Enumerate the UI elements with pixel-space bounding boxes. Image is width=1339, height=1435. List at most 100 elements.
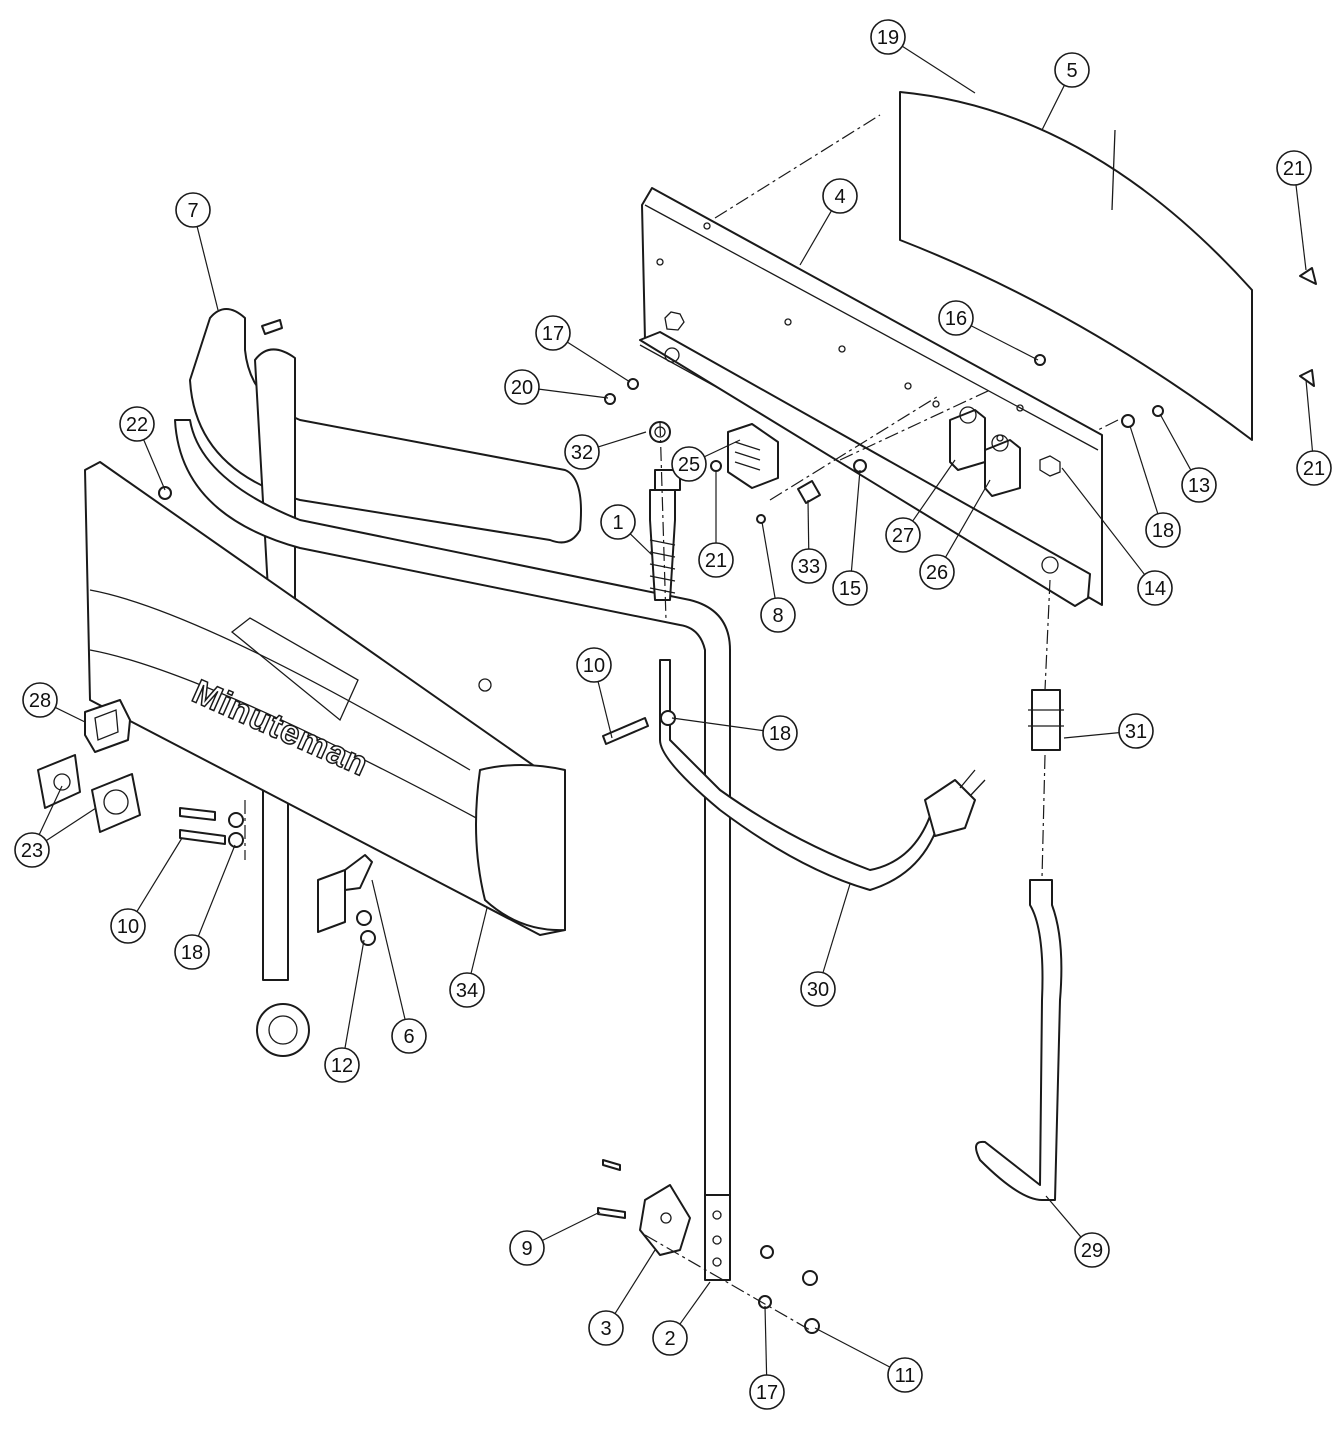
callout-number: 5 [1066, 60, 1077, 82]
callout-circle [1075, 1233, 1109, 1267]
callout-leader-line [598, 432, 646, 447]
callout-20: 20 [505, 370, 608, 404]
callout-number: 14 [1144, 578, 1166, 600]
callout-31: 31 [1064, 714, 1153, 748]
callout-circle [939, 301, 973, 335]
callout-28: 28 [23, 683, 85, 722]
callout-circle [886, 518, 920, 552]
callout-18: 18 [1130, 426, 1180, 547]
callout-32: 32 [565, 432, 646, 469]
callout-number: 15 [839, 578, 861, 600]
callout-leader-line [137, 838, 182, 912]
callout-circle [505, 370, 539, 404]
callout-16: 16 [939, 301, 1038, 360]
callout-leader-line [851, 470, 860, 571]
callout-leader-line [800, 211, 831, 265]
callout-number: 34 [456, 980, 478, 1002]
callout-leader-line [46, 808, 96, 841]
part-2-tube-leg [705, 1195, 730, 1280]
callout-circle [792, 549, 826, 583]
callout-18: 18 [672, 716, 797, 750]
callout-circle [833, 571, 867, 605]
callout-leader-line [197, 226, 218, 310]
callout-circle [601, 505, 635, 539]
callout-13: 13 [1160, 414, 1216, 502]
callout-leader-line [815, 1328, 890, 1367]
callout-21: 21 [1297, 380, 1331, 485]
callout-leader-line [39, 786, 62, 835]
callout-leader-line [55, 707, 85, 722]
callout-number: 17 [756, 1382, 778, 1404]
callout-number: 20 [511, 377, 533, 399]
callout-11: 11 [815, 1328, 922, 1392]
callout-circle [15, 833, 49, 867]
callout-leader-line [902, 46, 975, 93]
callout-15: 15 [833, 470, 867, 605]
callout-number: 18 [181, 942, 203, 964]
callout-3: 3 [589, 1250, 655, 1345]
callout-leader-line [823, 884, 850, 973]
callout-number: 28 [29, 690, 51, 712]
callout-9: 9 [510, 1212, 600, 1265]
hardware-plate-fasteners [159, 268, 1316, 523]
callout-leader-line [1296, 185, 1306, 270]
callout-circle [565, 435, 599, 469]
callout-number: 4 [834, 186, 845, 208]
callout-10: 10 [111, 838, 182, 943]
callout-number: 21 [1303, 458, 1325, 480]
part-28-rocker-switch [85, 700, 130, 752]
callout-14: 14 [1062, 468, 1172, 605]
callout-circle [577, 648, 611, 682]
callout-circle [801, 972, 835, 1006]
callout-circle [871, 20, 905, 54]
part-31-fitting [1028, 690, 1064, 750]
callout-number: 17 [542, 323, 564, 345]
callout-number: 22 [126, 414, 148, 436]
callout-circle [1138, 571, 1172, 605]
part-30-power-cord [660, 660, 985, 890]
callout-leader-line [542, 1212, 600, 1240]
callout-17: 17 [750, 1306, 784, 1409]
callout-circle [699, 543, 733, 577]
callout-leader-line [630, 534, 652, 555]
callout-19: 19 [871, 20, 975, 93]
callout-leader-line [1064, 733, 1119, 738]
callout-circle [1297, 451, 1331, 485]
callout-34: 34 [450, 908, 487, 1007]
callout-number: 23 [21, 840, 43, 862]
callout-4: 4 [800, 179, 857, 265]
callout-circle [1119, 714, 1153, 748]
callout-leader-line [198, 845, 235, 936]
part-25-terminal-block [728, 424, 778, 488]
callout-number: 11 [895, 1365, 916, 1387]
callout-number: 32 [571, 442, 593, 464]
callout-circle [761, 598, 795, 632]
callout-17: 17 [536, 316, 630, 382]
callout-circle [392, 1019, 426, 1053]
callout-circle [823, 179, 857, 213]
callout-circle [120, 407, 154, 441]
callout-number: 6 [403, 1026, 414, 1048]
callout-number: 30 [807, 979, 829, 1001]
callout-12: 12 [325, 940, 364, 1082]
callout-circle [510, 1231, 544, 1265]
callout-number: 16 [945, 308, 967, 330]
callout-number: 33 [798, 556, 820, 578]
callout-23: 23 [15, 808, 96, 867]
callout-leader-line [1160, 414, 1191, 470]
callout-22: 22 [120, 407, 165, 490]
callout-leader-line [598, 682, 612, 738]
callout-circle [176, 193, 210, 227]
callout-layer: 1234567891010111213141516171718181819202… [15, 20, 1331, 1409]
callout-33: 33 [792, 500, 826, 583]
hardware-screws-nuts [598, 711, 819, 1333]
callout-circle [1055, 53, 1089, 87]
callout-1: 1 [601, 505, 652, 555]
callout-25: 25 [672, 440, 740, 481]
callout-number: 26 [926, 562, 948, 584]
callout-number: 12 [331, 1055, 353, 1077]
callout-number: 19 [877, 27, 899, 49]
callout-number: 29 [1081, 1240, 1103, 1262]
callout-circle [23, 683, 57, 717]
